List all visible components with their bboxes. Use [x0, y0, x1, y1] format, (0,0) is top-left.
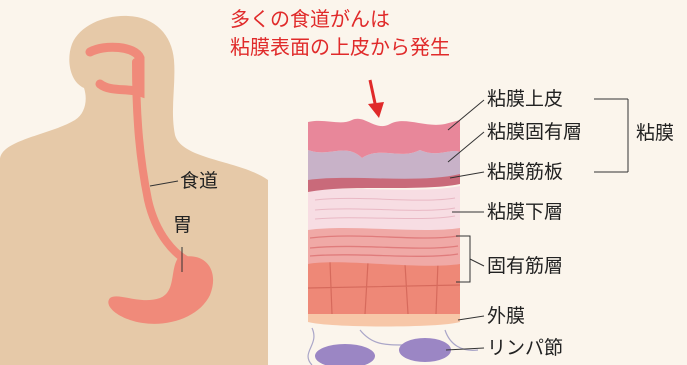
layer-stack	[307, 118, 479, 365]
layer-lamina-propria	[308, 150, 460, 180]
esophagus-label: 食道	[180, 170, 219, 192]
layer-epithelium	[308, 118, 460, 158]
layer-label-lamina-propria: 粘膜固有層	[487, 121, 583, 143]
stomach-shape	[108, 256, 214, 324]
layer-submucosa	[308, 186, 460, 230]
layer-label-muscularis-propria: 固有筋層	[487, 255, 564, 277]
lymph-node-left	[315, 344, 375, 365]
layer-leaders	[445, 98, 629, 351]
layer-label-submucosa: 粘膜下層	[487, 201, 564, 223]
layer-label-muscularis-mucosae: 粘膜筋板	[487, 161, 564, 183]
layer-adventitia	[308, 312, 460, 327]
layer-label-lymph-node: リンパ節	[487, 337, 564, 359]
esophagus-leader	[149, 180, 179, 187]
layer-label-adventitia: 外膜	[487, 305, 526, 327]
group-label-mucosa: 粘膜	[636, 122, 675, 144]
layer-muscle-inner	[308, 226, 460, 266]
callout-line-2: 粘膜表面の上皮から発生	[230, 35, 450, 59]
lymph-vessels	[307, 327, 479, 365]
stomach-label: 胃	[173, 214, 193, 236]
esophagus-tube	[132, 58, 194, 266]
layer-label-epithelium: 粘膜上皮	[487, 88, 564, 110]
lymph-node-right	[399, 338, 451, 362]
callout-arrow	[368, 79, 384, 118]
callout-line-1: 多くの食道がんは	[230, 7, 390, 31]
